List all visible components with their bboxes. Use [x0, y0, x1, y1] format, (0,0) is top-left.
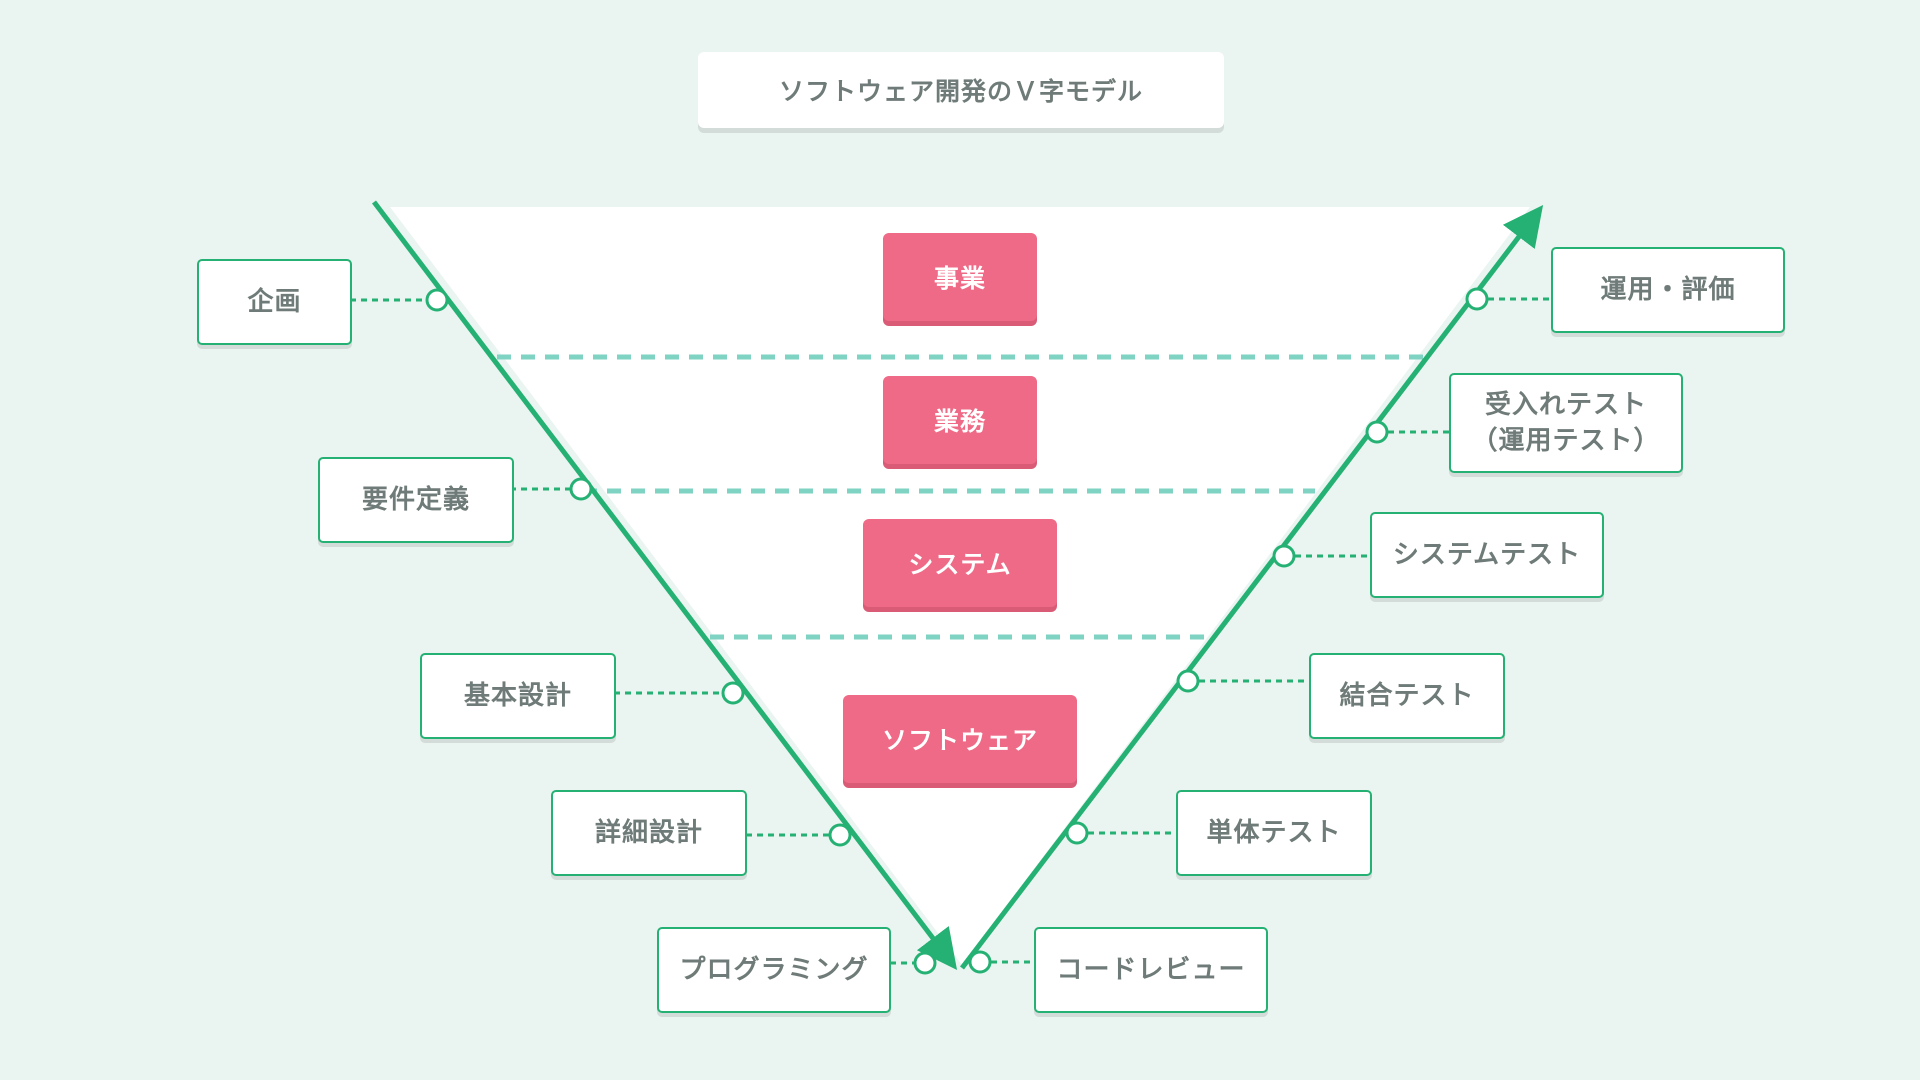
- stage-requirements-definition: 要件定義: [318, 457, 514, 543]
- diagram-title: ソフトウェア開発のＶ字モデル: [698, 52, 1224, 128]
- v-left-arrow: [372, 200, 958, 970]
- node-circle: [569, 477, 593, 501]
- stage-unit-test: 単体テスト: [1176, 790, 1372, 876]
- stage-integration-test: 結合テスト: [1309, 653, 1505, 739]
- stage-operation-evaluation: 運用・評価: [1551, 247, 1785, 333]
- layer-system: システム: [863, 519, 1057, 607]
- stage-system-test: システムテスト: [1370, 512, 1604, 598]
- stage-planning: 企画: [197, 259, 352, 345]
- stage-basic-design: 基本設計: [420, 653, 616, 739]
- layer-software: ソフトウェア: [843, 695, 1077, 783]
- node-circle: [425, 288, 449, 312]
- stage-code-review: コードレビュー: [1034, 927, 1268, 1013]
- node-circle: [913, 951, 937, 975]
- node-circle: [1176, 669, 1200, 693]
- node-circle: [1272, 544, 1296, 568]
- layer-business: 事業: [883, 233, 1037, 321]
- v-right-arrow: [960, 205, 1544, 970]
- node-circle: [828, 823, 852, 847]
- node-circle: [1365, 420, 1389, 444]
- node-circle: [1065, 821, 1089, 845]
- node-circle: [1465, 287, 1489, 311]
- stage-programming: プログラミング: [657, 927, 891, 1013]
- node-circle: [721, 681, 745, 705]
- stage-detailed-design: 詳細設計: [551, 790, 747, 876]
- layer-operations: 業務: [883, 376, 1037, 464]
- stage-acceptance-test: 受入れテスト （運用テスト）: [1449, 373, 1683, 473]
- node-circle: [968, 950, 992, 974]
